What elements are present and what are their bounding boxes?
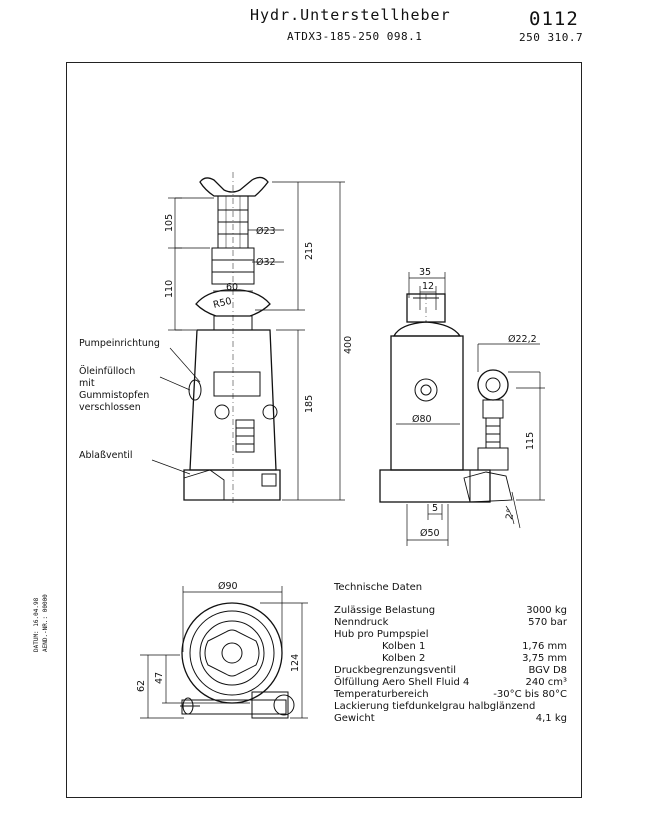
dim-phi23: Ø23 (256, 226, 276, 237)
callout-oil-fill-line1: Öleinfülloch (79, 366, 136, 377)
dim-phi80: Ø80 (412, 414, 432, 425)
dim-60: 60 (226, 282, 238, 293)
dim-215: 215 (304, 242, 315, 260)
dim-105: 105 (164, 214, 175, 232)
tech-label: Zulässige Belastung (334, 605, 436, 616)
tech-label: Gewicht (334, 713, 375, 724)
callout-pump-direction: Pumpeinrichtung (79, 338, 160, 349)
tech-value: -30°C bis 80°C (493, 689, 567, 700)
dim-62: 62 (136, 680, 147, 692)
top-view (180, 602, 295, 719)
dim-124: 124 (290, 654, 301, 672)
front-dimensions (168, 181, 345, 501)
tech-label: Nenndruck (334, 617, 389, 628)
callout-leaders (151, 347, 201, 475)
tech-value: 4,1 kg (535, 713, 567, 724)
drawing-sub-number: 250 310.7 (519, 31, 584, 44)
tech-row: Druckbegrenzungsventil BGV D8 (334, 665, 579, 677)
tech-label: Hub pro Pumpspiel (334, 629, 429, 640)
technical-data-heading: Technische Daten (334, 582, 423, 593)
dim-phi32: Ø32 (256, 257, 276, 268)
tech-row: Gewicht 4,1 kg (334, 713, 579, 725)
dim-12: 12 (422, 281, 434, 292)
callout-oil-fill: Öleinfülloch mit Gummistopfen verschloss… (79, 366, 149, 414)
dim-phi50: Ø50 (420, 528, 440, 539)
tech-value: 3000 kg (526, 605, 567, 616)
tech-value: 240 cm³ (525, 677, 567, 688)
dim-110: 110 (164, 280, 175, 298)
dim-35: 35 (419, 267, 431, 278)
tech-label: Kolben 1 (382, 641, 426, 652)
technical-data: Technische Daten Zulässige Belastung 3000… (334, 582, 579, 725)
tech-label: Ölfüllung Aero Shell Fluid 4 (334, 677, 470, 688)
tech-value: 1,76 mm (522, 641, 567, 652)
tech-row: Ölfüllung Aero Shell Fluid 4 240 cm³ (334, 677, 579, 689)
tech-label: Kolben 2 (382, 653, 426, 664)
callout-oil-fill-line4: verschlossen (79, 402, 141, 413)
tech-value: 3,75 mm (522, 653, 567, 664)
dim-115: 115 (525, 432, 536, 450)
drawing-frame (66, 62, 582, 798)
tech-row: Nenndruck 570 bar (334, 617, 579, 629)
dim-phi22-2: Ø22,2 (508, 334, 537, 345)
tech-row: Temperaturbereich -30°C bis 80°C (334, 689, 579, 701)
drawing-code: ATDX3-185-250 098.1 (287, 30, 423, 43)
tech-value: 570 bar (528, 617, 567, 628)
callout-oil-fill-line3: Gummistopfen (79, 390, 150, 401)
top-dimensions (140, 586, 308, 719)
dim-400: 400 (343, 336, 354, 354)
tech-row: Kolben 2 3,75 mm (334, 653, 579, 665)
drawing-title: Hydr.Unterstellheber (250, 6, 451, 24)
tech-row: Lackierung tiefdunkelgrau halbglänzend (334, 701, 579, 713)
dim-2-degree: 2° (504, 508, 517, 521)
tech-row: Zulässige Belastung 3000 kg (334, 605, 579, 617)
tech-label: Temperaturbereich (334, 689, 429, 700)
side-view (379, 293, 513, 503)
drawing-number: 0112 (529, 8, 579, 30)
callout-drain-valve: Ablaßventil (79, 450, 133, 461)
dim-185: 185 (304, 395, 315, 413)
tech-value: BGV D8 (528, 665, 567, 676)
tech-label: Lackierung tiefdunkelgrau halbglänzend (334, 701, 536, 712)
tech-row: Hub pro Pumpspiel (334, 629, 579, 641)
side-dimensions (396, 272, 545, 546)
callout-oil-fill-line2: mit (79, 378, 95, 389)
dim-r50: R50 (212, 296, 233, 311)
dim-5: 5 (432, 503, 438, 514)
tech-label: Druckbegrenzungsventil (334, 665, 457, 676)
tech-row: Kolben 1 1,76 mm (334, 641, 579, 653)
dim-phi90: Ø90 (218, 581, 238, 592)
dim-47: 47 (154, 672, 165, 684)
front-view (183, 172, 281, 506)
